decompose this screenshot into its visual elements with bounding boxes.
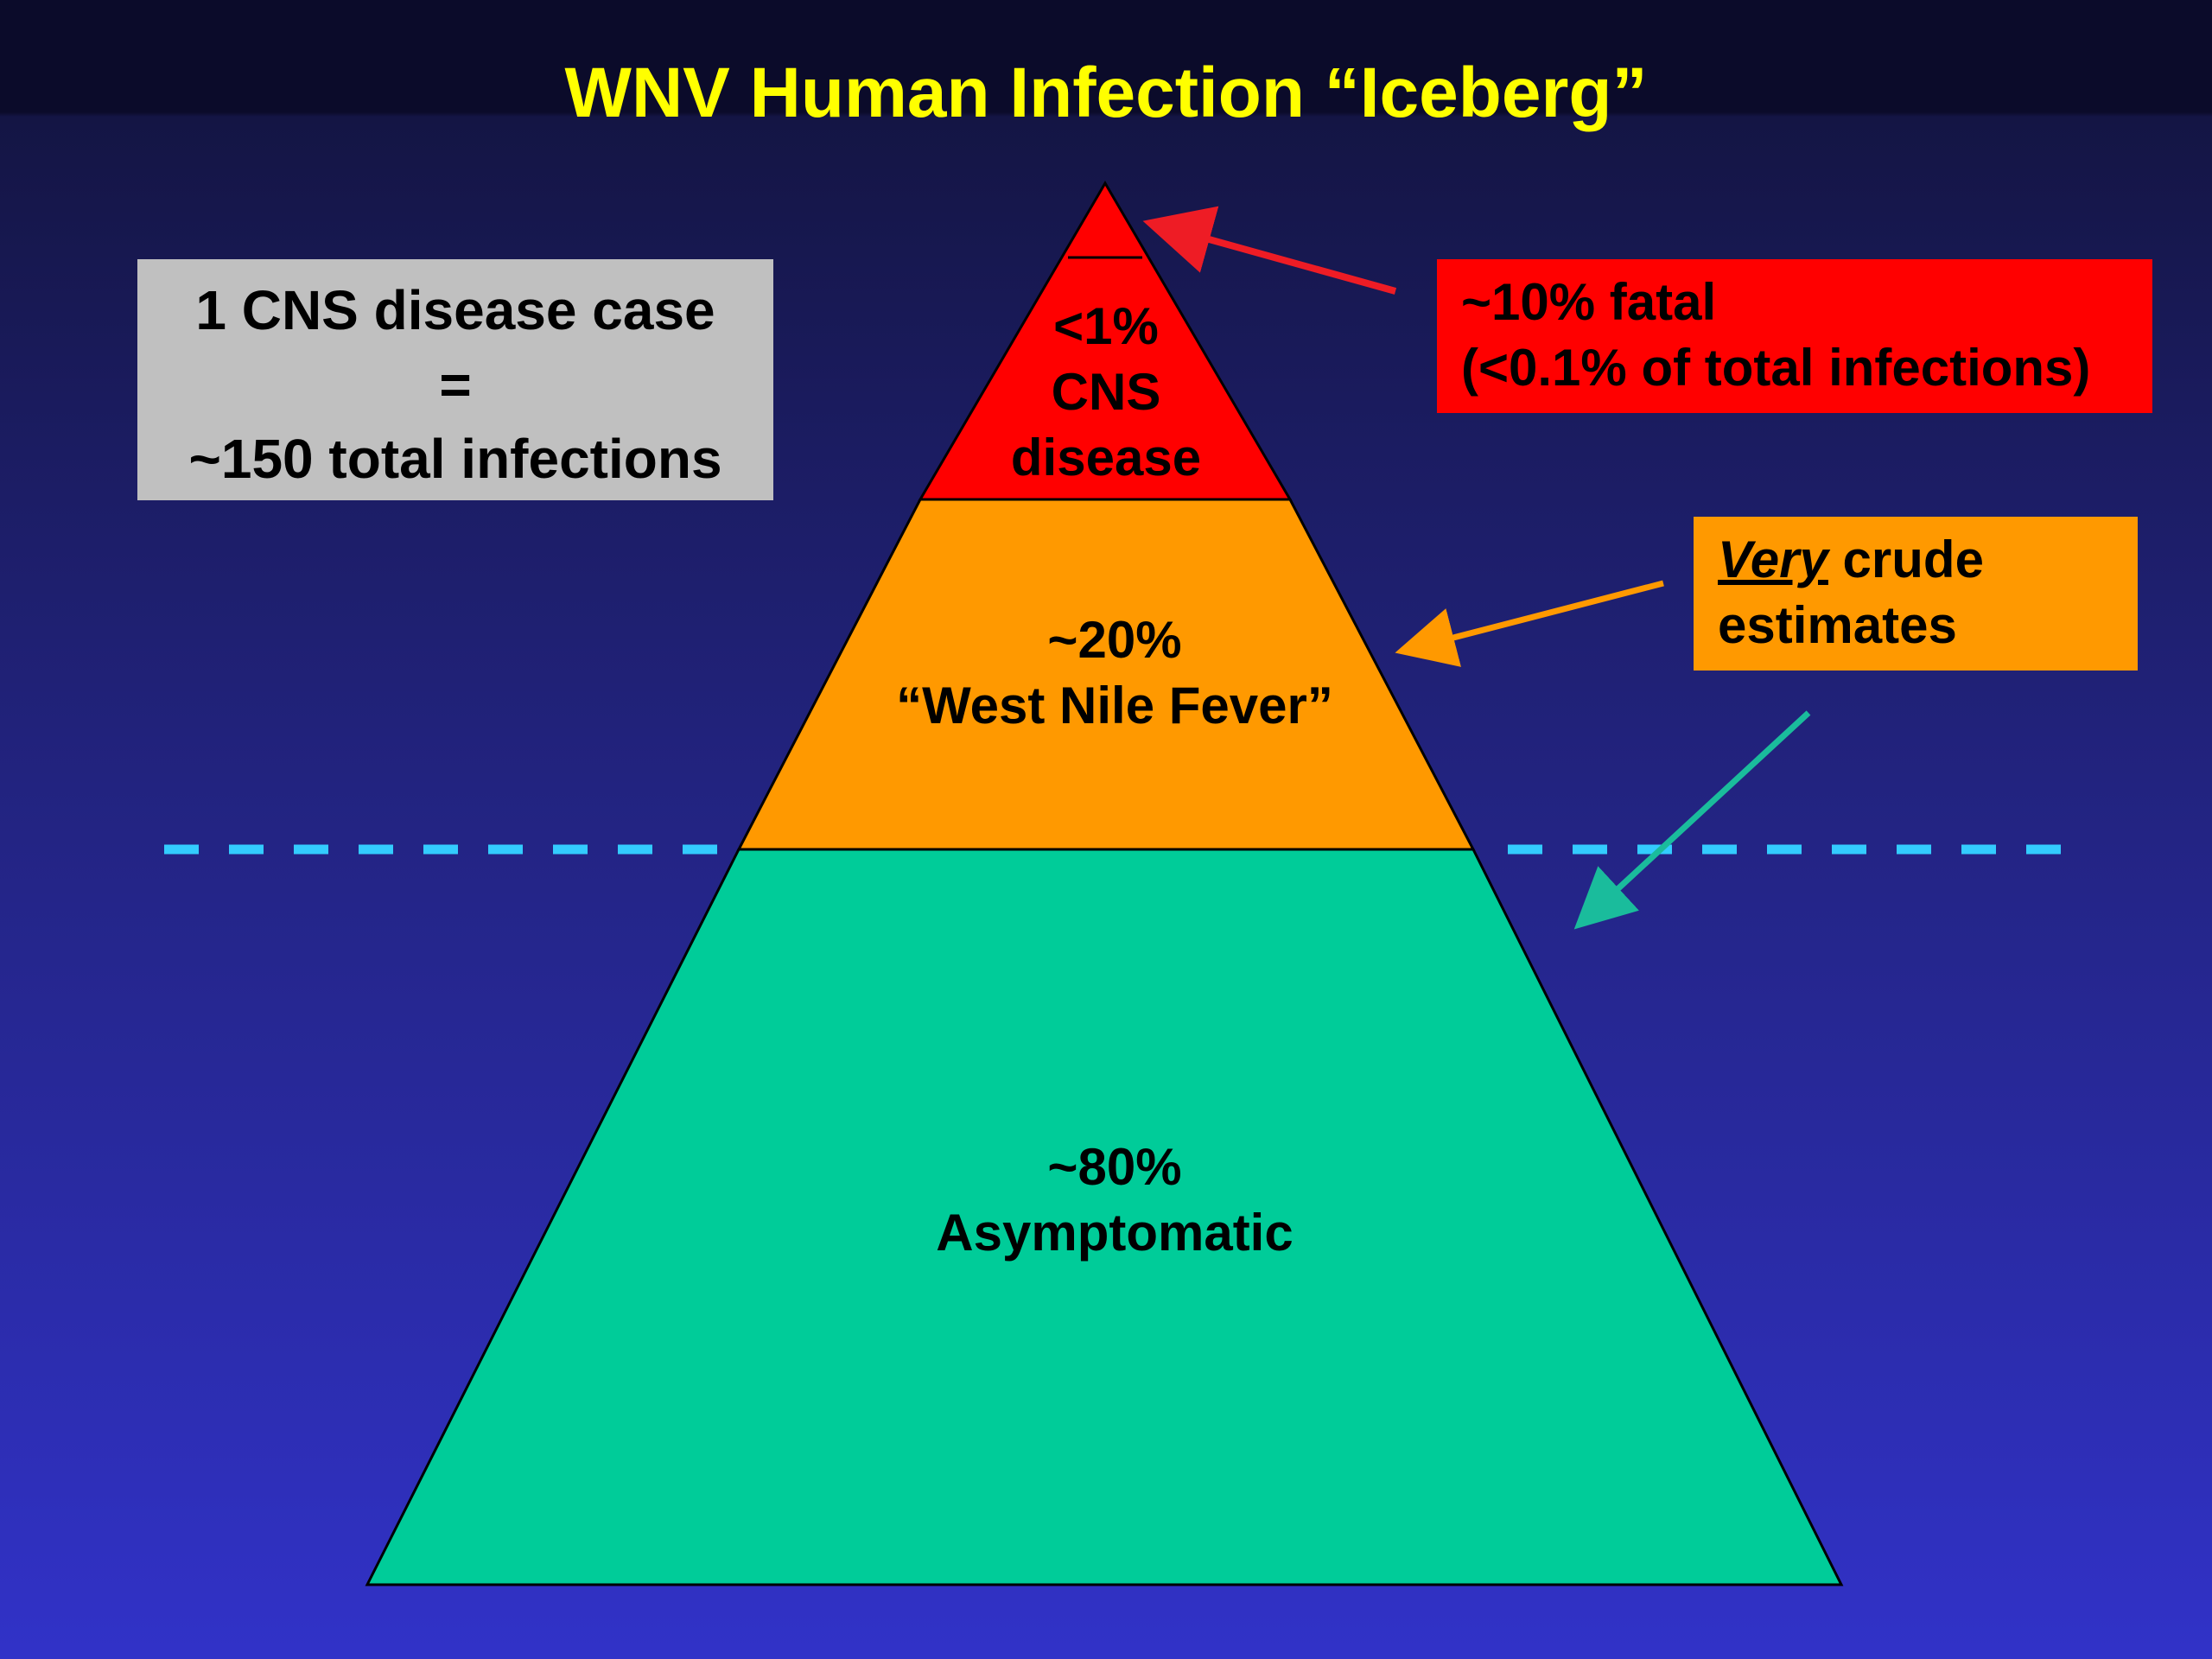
middle-layer-percent: ~20% [1047,611,1182,669]
estimates-box: Very crude estimates [1694,517,2138,671]
top-layer-percent: <1% [1053,297,1159,355]
estimates-arrow-teal [1573,710,1811,930]
estimates-line1: Very crude [1718,527,2138,593]
bottom-layer-label: ~80% Asymptomatic [847,1135,1382,1266]
slide-title: WNV Human Infection “Iceberg” [564,54,1648,132]
bottom-layer-percent: ~80% [1047,1138,1182,1196]
estimates-line2: estimates [1718,596,1957,654]
fatal-box: ~10% fatal (<0.1% of total infections) [1437,259,2152,413]
top-layer-label: <1% CNS disease [933,294,1279,491]
estimates-arrow-orange [1395,580,1664,667]
equivalence-line1: 1 CNS disease case [195,279,715,341]
middle-layer-label: ~20% “West Nile Fever” [804,607,1426,739]
fatal-line2: (<0.1% of total infections) [1461,339,2091,397]
equivalence-line2: = [439,353,472,416]
fatal-arrow [1142,206,1397,295]
equivalence-line3: ~150 total infections [188,428,722,490]
fatal-line1: ~10% fatal [1461,273,1717,331]
bottom-layer-name: Asymptomatic [936,1204,1294,1262]
top-layer-line3: disease [1010,429,1202,486]
middle-layer-name: “West Nile Fever” [896,677,1333,734]
estimates-emphasis: Very [1718,531,1828,588]
pyramid-top-layer [918,181,1293,501]
estimates-rest: crude [1827,531,1984,588]
equivalence-box: 1 CNS disease case = ~150 total infectio… [137,259,773,500]
top-layer-line2: CNS [1051,363,1161,421]
